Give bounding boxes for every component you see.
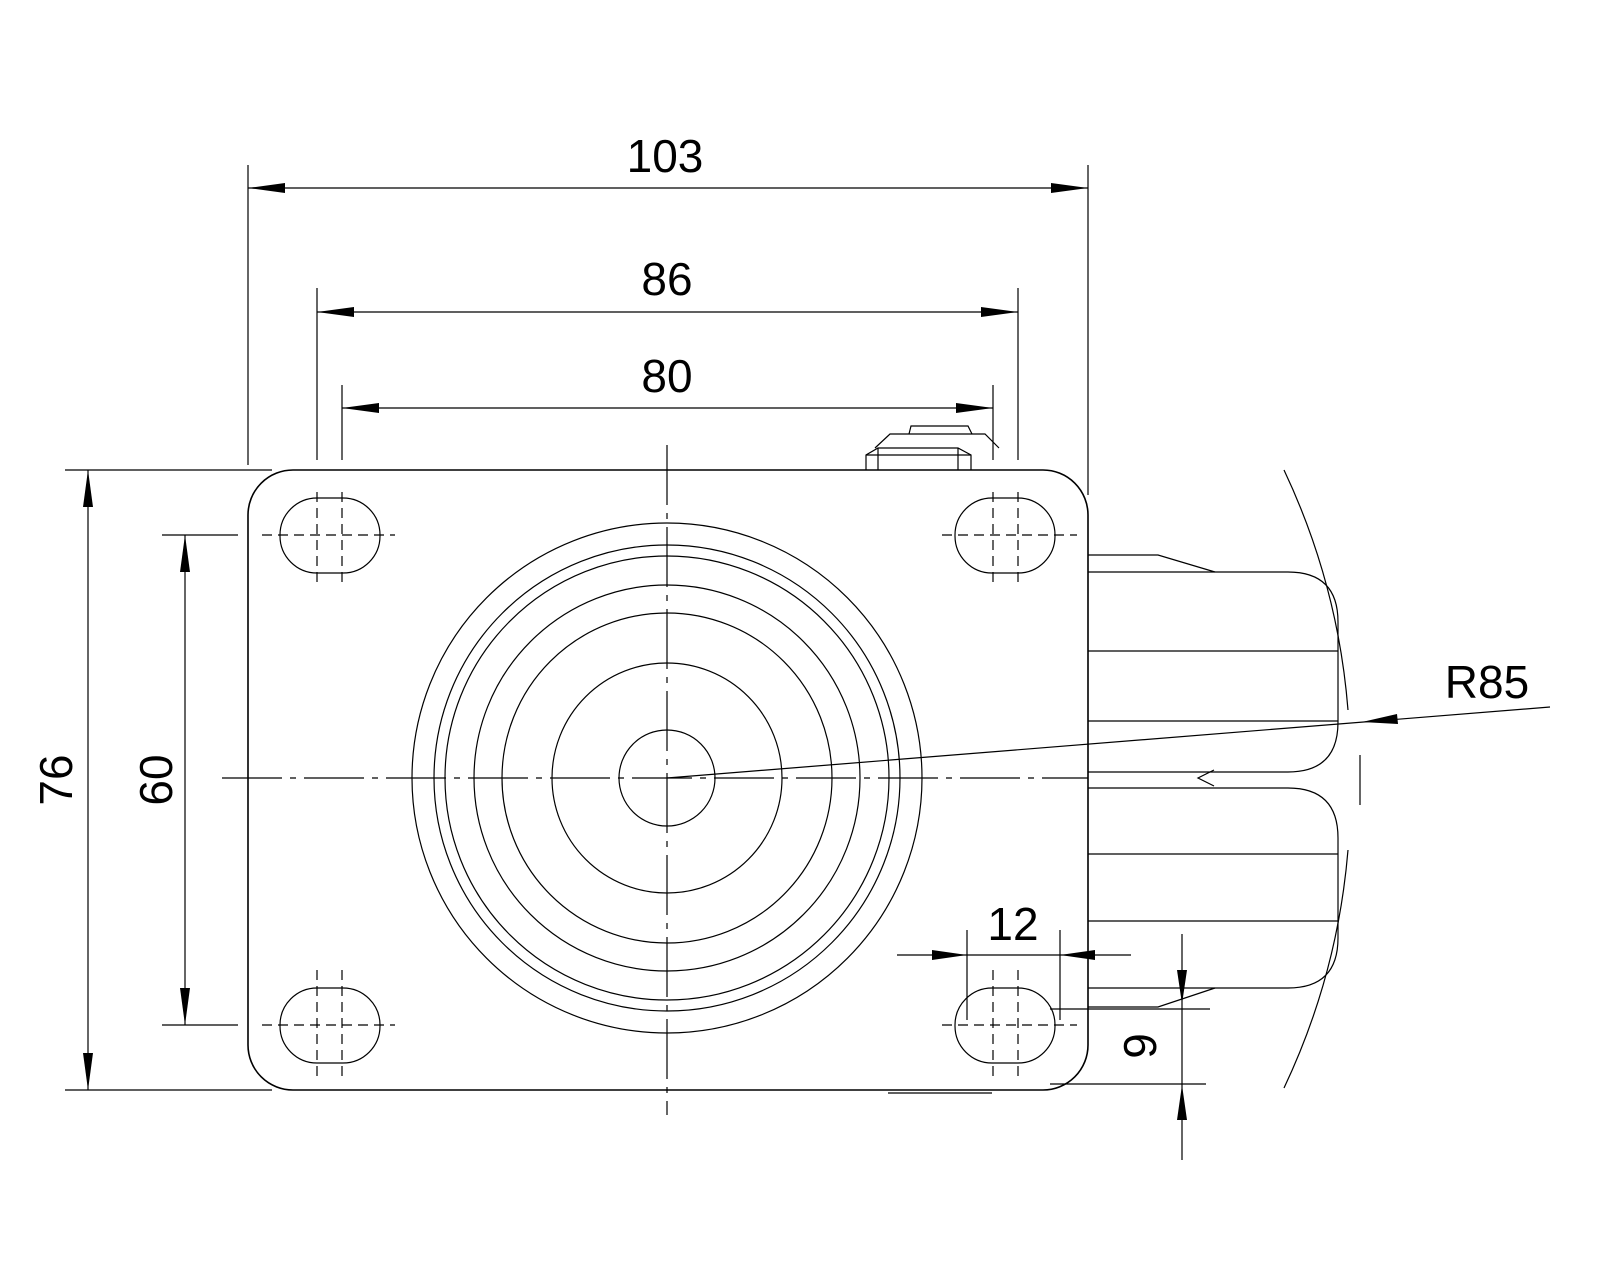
dimension-r85: R85 (666, 656, 1551, 779)
dimension-60: 60 (130, 534, 238, 1026)
dimension-label-80: 80 (641, 350, 692, 402)
dimension-80: 80 (341, 350, 994, 460)
dimension-label-60: 60 (130, 754, 182, 805)
dimension-9: 9 (1050, 934, 1210, 1160)
dimension-label-86: 86 (641, 253, 692, 305)
dimension-label-76: 76 (30, 754, 82, 805)
center-lines (222, 445, 1088, 1115)
dimension-12: 12 (897, 898, 1131, 1020)
dimension-76: 76 (30, 469, 272, 1091)
swivel-radius-arc (1283, 469, 1361, 1089)
dimension-label-r85: R85 (1445, 656, 1529, 708)
top-plate (247, 469, 1089, 1091)
dimension-86: 86 (316, 253, 1019, 460)
dimension-label-12: 12 (987, 898, 1038, 950)
dimension-label-9: 9 (1114, 1033, 1166, 1059)
dimension-label-103: 103 (627, 130, 704, 182)
dimension-103: 103 (247, 130, 1089, 495)
wheel (1088, 554, 1339, 1008)
nut (865, 425, 1000, 470)
slot-centerlines (262, 492, 1077, 1080)
